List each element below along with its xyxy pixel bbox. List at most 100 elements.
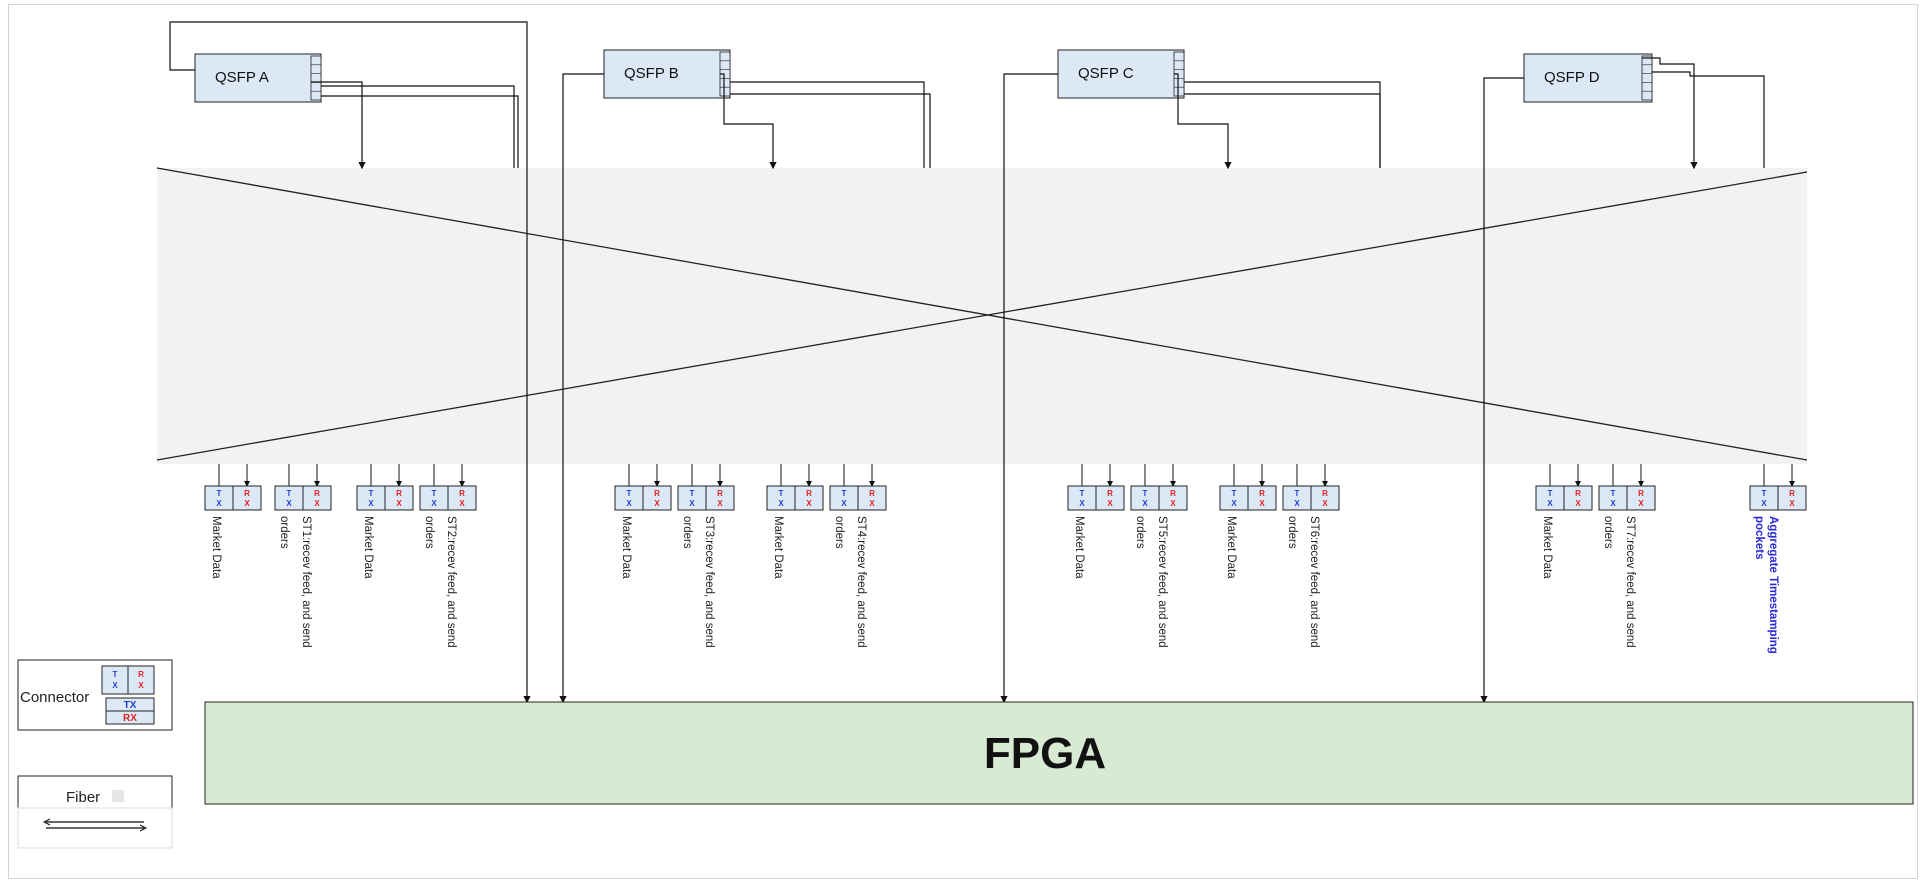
qsfp-b: QSFP B — [603, 49, 731, 99]
st5-market-connector-rx-top-glyph: R — [1107, 489, 1113, 498]
fiber-qsfp-d-rx — [1642, 57, 1698, 170]
qsfp-b-box — [603, 49, 731, 99]
legend-fiber-label: Fiber — [66, 789, 100, 806]
st3-market-connector-rx-bottom-glyph: X — [654, 499, 660, 508]
st3-desc-label: ST3:recev feed, and send — [703, 516, 715, 648]
aggregate-label-line2: pockets — [1753, 516, 1765, 559]
st1-orders-connector-tx-bottom-glyph: X — [286, 499, 292, 508]
qsfp-d-ports — [1641, 55, 1653, 101]
st6-market-connector-tx-top-glyph: T — [1232, 489, 1237, 498]
legend-fiber: Fiber — [17, 775, 173, 849]
crossbar-switch — [156, 167, 1808, 464]
st1-orders-connector-tx-top-glyph: T — [287, 489, 292, 498]
st5-orders-connector-tx-top-glyph: T — [1143, 489, 1148, 498]
st2-market-connector-rx-box — [384, 485, 414, 511]
st4-orders-connector-tx-top-glyph: T — [842, 489, 847, 498]
st1-market-connector-tx-box — [204, 485, 234, 511]
fiber-qsfp-a-rx — [311, 81, 366, 170]
qsfp-a-label: QSFP A — [215, 69, 269, 86]
st6-orders-connector-rx-top-glyph: R — [1322, 489, 1328, 498]
st7-market-connector-tx-box — [1535, 485, 1565, 511]
st3-orders-connector-rx-bottom-glyph: X — [717, 499, 723, 508]
legend-rx-label: RX — [123, 713, 137, 724]
st2-market-connector-rx-bottom-glyph: X — [396, 499, 402, 508]
st4-orders-label: orders — [833, 516, 845, 549]
st4-orders-connector-rx-box — [857, 485, 887, 511]
fiber-qsfp-c-fpga — [1000, 73, 1058, 704]
aggregate-connector-rx-bottom-glyph: X — [1789, 499, 1795, 508]
st2-market-connector-tx-top-glyph: T — [369, 489, 374, 498]
st4-market-connector-rx-bottom-glyph: X — [806, 499, 812, 508]
fpga-block: FPGA — [204, 701, 1914, 805]
st5-market-connector-tx-top-glyph: T — [1080, 489, 1085, 498]
qsfp-b-label: QSFP B — [624, 65, 679, 82]
qsfp-c-label: QSFP C — [1078, 65, 1134, 82]
st4-orders-connector-tx-box — [829, 485, 859, 511]
svg-text:R: R — [138, 670, 144, 679]
legend-connector-label: Connector — [20, 689, 89, 706]
st1-market-connector-tx-bottom-glyph: X — [216, 499, 222, 508]
st4-market-connector-rx-top-glyph: R — [806, 489, 812, 498]
st1-market-connector-rx-bottom-glyph: X — [244, 499, 250, 508]
st6-market-connector-rx-box — [1247, 485, 1277, 511]
st7-orders-connector-tx-bottom-glyph: X — [1610, 499, 1616, 508]
st4-market-connector-tx-bottom-glyph: X — [778, 499, 784, 508]
aggregate-label-line1: Aggregate Timestamping — [1767, 516, 1779, 654]
legend-tx-label: TX — [124, 700, 137, 711]
aggregate-connector-tx-top-glyph: T — [1762, 489, 1767, 498]
st3-market-connector-rx-top-glyph: R — [654, 489, 660, 498]
st5-market-label: Market Data — [1073, 516, 1085, 579]
st3-market-connector-tx-top-glyph: T — [627, 489, 632, 498]
st3-market-connector-tx-box — [614, 485, 644, 511]
fiber-qsfp-a-tx-2 — [321, 95, 519, 168]
st5-market-connector-tx-box — [1067, 485, 1097, 511]
fiber-qsfp-c-tx-1 — [1184, 81, 1381, 168]
st6-market-connector-rx-bottom-glyph: X — [1259, 499, 1265, 508]
st5-orders-connector-tx-bottom-glyph: X — [1142, 499, 1148, 508]
st7-desc-label: ST7:recev feed, and send — [1624, 516, 1636, 648]
st3-market-connector-tx-bottom-glyph: X — [626, 499, 632, 508]
st6-market-connector-rx-top-glyph: R — [1259, 489, 1265, 498]
svg-text:T: T — [113, 670, 118, 679]
diagram-frame — [8, 4, 1918, 879]
st2-orders-connector-rx-box — [447, 485, 477, 511]
aggregate-connector-rx-top-glyph: R — [1789, 489, 1795, 498]
st2-market-label: Market Data — [362, 516, 374, 579]
st7-market-connector-rx-bottom-glyph: X — [1575, 499, 1581, 508]
st1-orders-connector-rx-box — [302, 485, 332, 511]
qsfp-a-box — [194, 53, 322, 103]
st4-desc-label: ST4:recev feed, and send — [855, 516, 867, 648]
legend-connector-icon: T X R X TX RX — [101, 665, 155, 725]
fiber-qsfp-a-tx-1 — [321, 85, 515, 168]
st1-orders-connector-rx-top-glyph: R — [314, 489, 320, 498]
qsfp-a-ports — [310, 55, 322, 101]
svg-text:X: X — [112, 681, 118, 690]
st6-orders-connector-rx-box — [1310, 485, 1340, 511]
st5-market-connector-tx-bottom-glyph: X — [1079, 499, 1085, 508]
st6-orders-connector-rx-bottom-glyph: X — [1322, 499, 1328, 508]
st1-market-connector-rx-box — [232, 485, 262, 511]
qsfp-c: QSFP C — [1057, 49, 1185, 99]
qsfp-a: QSFP A — [194, 53, 322, 103]
st1-desc-label: ST1:recev feed, and send — [300, 516, 312, 648]
svg-text:X: X — [138, 681, 144, 690]
st3-market-connector-rx-box — [642, 485, 672, 511]
fiber-qsfp-b-fpga — [559, 73, 604, 704]
st2-orders-connector-tx-top-glyph: T — [432, 489, 437, 498]
st4-orders-connector-rx-top-glyph: R — [869, 489, 875, 498]
st3-orders-connector-rx-top-glyph: R — [717, 489, 723, 498]
st7-orders-connector-tx-top-glyph: T — [1611, 489, 1616, 498]
st5-orders-connector-tx-box — [1130, 485, 1160, 511]
